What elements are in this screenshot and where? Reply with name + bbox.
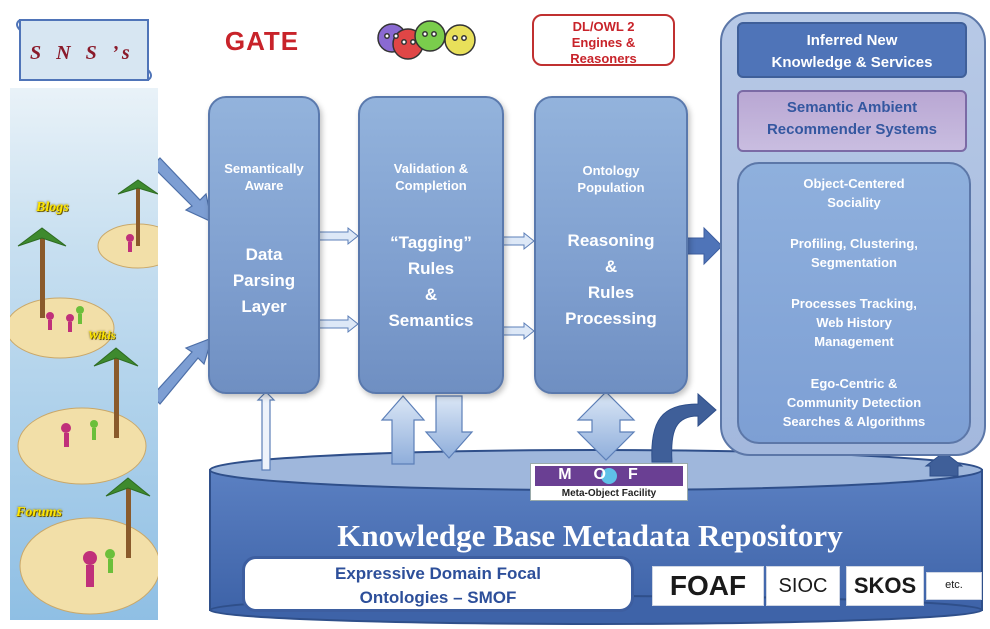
blogs-callout: Blogs <box>36 200 69 215</box>
mof-logo-text: MOF <box>558 466 660 483</box>
layer2-subtitle-2: Completion <box>395 178 467 193</box>
sns-scroll-banner <box>16 19 152 81</box>
skos-logo: SKOS <box>846 566 924 606</box>
social-services-box: Object-Centered Sociality Profiling, Clu… <box>737 162 971 444</box>
layer3-title-4: Processing <box>565 309 657 328</box>
smof-line-2: Ontologies – SMOF <box>359 588 517 607</box>
layer2-title-3: & <box>424 285 438 304</box>
sioc-logo: SIOC <box>766 566 840 606</box>
home-icon <box>924 451 964 477</box>
mof-caption: Meta-Object Facility <box>561 488 657 499</box>
smof-box: Expressive Domain Focal Ontologies – SMO… <box>242 556 634 612</box>
gate-logo-text: GATE <box>224 26 300 56</box>
layer3-subtitle-2: Population <box>577 180 645 195</box>
service-item-1-line-2: Sociality <box>827 195 881 210</box>
foaf-logo-text: FOAF <box>669 570 747 601</box>
people-bubbles-icon <box>377 20 476 60</box>
service-item-3-line-1: Processes Tracking, <box>791 296 917 311</box>
reasoning-layer: Ontology Population Reasoning & Rules Pr… <box>534 96 688 394</box>
layer3-title-1: Reasoning <box>567 231 655 250</box>
layer1-title-2: Parsing <box>232 271 296 290</box>
wikis-callout: Wikis <box>88 328 116 342</box>
inferred-knowledge-line-2: Knowledge & Services <box>771 54 933 71</box>
mof-logo: MOF Meta-Object Facility <box>530 463 688 501</box>
etc-logo: etc. <box>926 572 982 600</box>
sns-label: S N S ’s <box>30 42 135 64</box>
foaf-logo: FOAF <box>652 566 764 606</box>
skos-logo-text: SKOS <box>853 573 917 598</box>
service-item-3-line-3: Management <box>814 334 894 349</box>
input-arrows <box>151 157 213 405</box>
dl-engines-box: DL/OWL 2 Engines & Reasoners <box>532 14 675 66</box>
layer1-subtitle-1: Semantically <box>224 161 304 176</box>
sioc-logo-text: SIOC <box>778 575 828 597</box>
service-item-1-line-1: Object-Centered <box>803 176 905 191</box>
inferred-knowledge-line-1: Inferred New <box>806 32 898 49</box>
curved-arrow <box>651 392 717 463</box>
layer2-title-4: Semantics <box>388 311 474 330</box>
service-item-profiling: Profiling, Clustering, Segmentation <box>739 234 969 272</box>
smof-line-1: Expressive Domain Focal <box>335 564 541 583</box>
mof-logo-art <box>535 466 683 486</box>
service-item-object-centered: Object-Centered Sociality <box>739 174 969 212</box>
etc-logo-text: etc. <box>945 579 963 591</box>
service-item-ego-centric: Ego-Centric & Community Detection Search… <box>739 374 969 431</box>
dl-engines-line-1: DL/OWL 2 <box>572 19 635 34</box>
layer2-subtitle-1: Validation & <box>393 161 469 176</box>
layer1-title-3: Layer <box>241 297 287 316</box>
service-item-4-line-2: Community Detection <box>786 395 922 410</box>
service-item-3-line-2: Web History <box>816 315 892 330</box>
layer2-title-1: “Tagging” <box>390 233 472 252</box>
to-right-panel-arrow <box>685 226 723 266</box>
gate-logo: GATE <box>207 18 317 64</box>
islands-art <box>5 179 179 615</box>
layer3-subtitle-1: Ontology <box>582 163 640 178</box>
layer2-title-2: Rules <box>407 259 455 278</box>
service-item-4-line-3: Searches & Algorithms <box>782 414 926 429</box>
service-item-2-line-1: Profiling, Clustering, <box>790 236 918 251</box>
layer3-title-3: Rules <box>587 283 635 302</box>
service-item-process-tracking: Processes Tracking, Web History Manageme… <box>739 294 969 351</box>
service-item-4-line-1: Ego-Centric & <box>810 376 898 391</box>
dl-engines-line-3: Reasoners <box>570 51 637 66</box>
social-islands-illustration <box>5 88 179 620</box>
forums-callout: Forums <box>16 505 62 520</box>
recommender-line-2: Recommender Systems <box>766 121 938 138</box>
dl-engines-line-2: Engines & <box>571 35 636 50</box>
layer3-title-2: & <box>604 257 618 276</box>
data-parsing-layer: Semantically Aware Data Parsing Layer <box>208 96 320 394</box>
layer1-subtitle-2: Aware <box>244 178 284 193</box>
inferred-knowledge-box: Inferred New Knowledge & Services <box>737 22 967 78</box>
recommender-systems-box: Semantic Ambient Recommender Systems <box>737 90 967 152</box>
layer-connector-arrows <box>317 226 535 341</box>
service-item-2-line-2: Segmentation <box>811 255 897 270</box>
repository-title: Knowledge Base Metadata Repository <box>337 518 843 553</box>
recommender-line-1: Semantic Ambient <box>786 99 918 116</box>
tagging-rules-layer: Validation & Completion “Tagging” Rules … <box>358 96 504 394</box>
layer1-title-1: Data <box>245 245 283 264</box>
